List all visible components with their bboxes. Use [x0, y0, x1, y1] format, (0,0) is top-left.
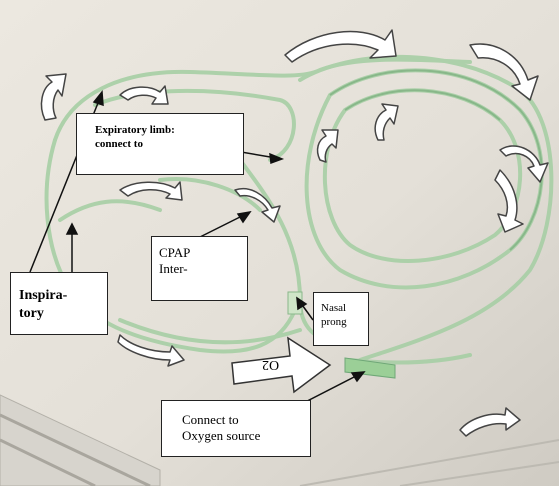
inspiratory-label: Inspira- tory [10, 272, 108, 335]
nasal-prong-label: Nasal prong [313, 292, 369, 346]
cpap-line-2: Inter- [159, 261, 188, 277]
oxygen-source-label: Connect to Oxygen source [161, 400, 311, 457]
o2-arrow [231, 336, 332, 394]
cpap-interface-label: CPAP Inter- [151, 236, 248, 301]
tubing-dark [329, 69, 543, 251]
curved-arrows [40, 29, 549, 437]
nasal-line-1: Nasal [321, 302, 347, 314]
cpap-line-1: CPAP [159, 245, 191, 260]
oxygen-line-2: Oxygen source [182, 428, 261, 444]
oxygen-line-1: Connect to [182, 412, 239, 427]
inspiratory-line-2: tory [19, 305, 44, 321]
shelf-rails [0, 394, 559, 486]
expiratory-line-1: Expiratory limb: [95, 124, 175, 136]
expiratory-line-2: connect to [95, 137, 143, 150]
expiratory-limb-label: Expiratory limb: connect to [76, 113, 244, 175]
nasal-line-2: prong [321, 315, 347, 328]
inspiratory-line-1: Inspira- [19, 288, 68, 303]
o2-arrow-label: O2 [262, 357, 280, 372]
